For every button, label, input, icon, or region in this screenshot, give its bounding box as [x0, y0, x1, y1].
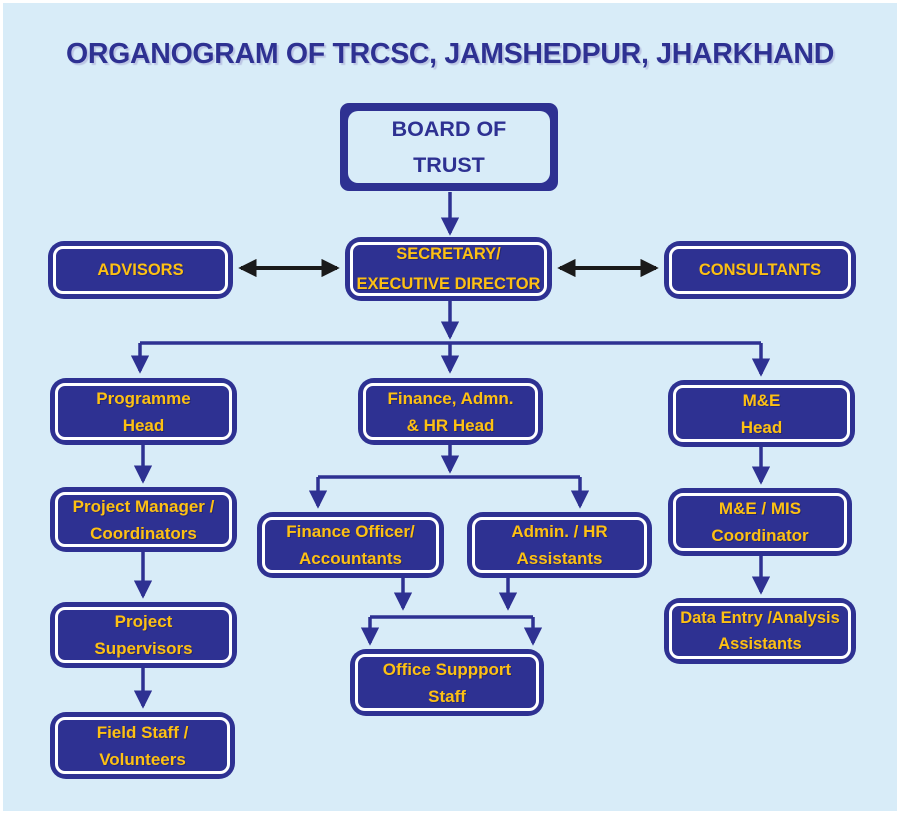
- node-data-entry-analysis-assistants: Data Entry /Analysis Assistants: [664, 598, 856, 664]
- node-advisors: ADVISORS: [48, 241, 233, 299]
- node-office-support-staff: Office Suppport Staff: [350, 649, 544, 716]
- node-label: M&E / MIS: [718, 499, 802, 518]
- node-label: ADVISORS: [97, 261, 184, 279]
- node-label: Coordinators: [90, 523, 197, 543]
- node-label: EXECUTIVE DIRECTOR: [356, 275, 541, 293]
- node-label: CONSULTANTS: [698, 261, 822, 279]
- node-label: Assistants: [718, 635, 802, 653]
- node-label: Finance Officer/: [286, 522, 415, 541]
- node-label: Programme: [96, 388, 191, 408]
- node-admin-hr-assistants: Admin. / HR Assistants: [467, 512, 652, 578]
- node-finance-officer-accountants: Finance Officer/ Accountants: [257, 512, 444, 578]
- node-field-staff-volunteers: Field Staff / Volunteers: [50, 712, 235, 779]
- node-me-mis-coordinator: M&E / MIS Coordinator: [668, 488, 852, 556]
- node-label: TRUST: [413, 153, 485, 177]
- node-label: M&E: [742, 390, 781, 410]
- node-label: Data Entry /Analysis: [680, 609, 840, 627]
- node-label: Project: [114, 612, 173, 631]
- node-label: BOARD OF: [391, 117, 507, 141]
- node-label: Coordinator: [711, 526, 809, 545]
- node-label: SECRETARY/: [396, 245, 501, 263]
- node-secretary-executive-director: SECRETARY/ EXECUTIVE DIRECTOR: [345, 237, 552, 301]
- node-programme-head: Programme Head: [50, 378, 237, 445]
- node-label: & HR Head: [406, 415, 495, 435]
- node-project-supervisors: Project Supervisors: [50, 602, 237, 668]
- node-label: Volunteers: [99, 749, 186, 769]
- node-label: Accountants: [299, 549, 402, 568]
- node-label: Assistants: [516, 549, 603, 568]
- tree-connectors: [130, 192, 771, 709]
- node-label: Field Staff /: [96, 722, 189, 742]
- page-title: ORGANOGRAM OF TRCSC, JAMSHEDPUR, JHARKHA…: [65, 38, 834, 70]
- node-label: Project Manager /: [72, 496, 215, 516]
- node-project-manager-coordinators: Project Manager / Coordinators: [50, 487, 237, 552]
- node-label: Office Suppport: [382, 659, 512, 679]
- node-me-head: M&E Head: [668, 380, 855, 447]
- node-consultants: CONSULTANTS: [664, 241, 856, 299]
- node-label: Head: [740, 417, 783, 437]
- node-finance-admn-hr-head: Finance, Admn. & HR Head: [358, 378, 543, 445]
- node-board-of-trust: BOARD OF TRUST: [340, 103, 558, 191]
- node-label: Finance, Admn.: [387, 388, 514, 408]
- node-label: Admin. / HR: [511, 522, 608, 541]
- node-label: Head: [122, 415, 165, 435]
- node-label: Supervisors: [94, 639, 193, 658]
- node-label: Staff: [428, 686, 466, 706]
